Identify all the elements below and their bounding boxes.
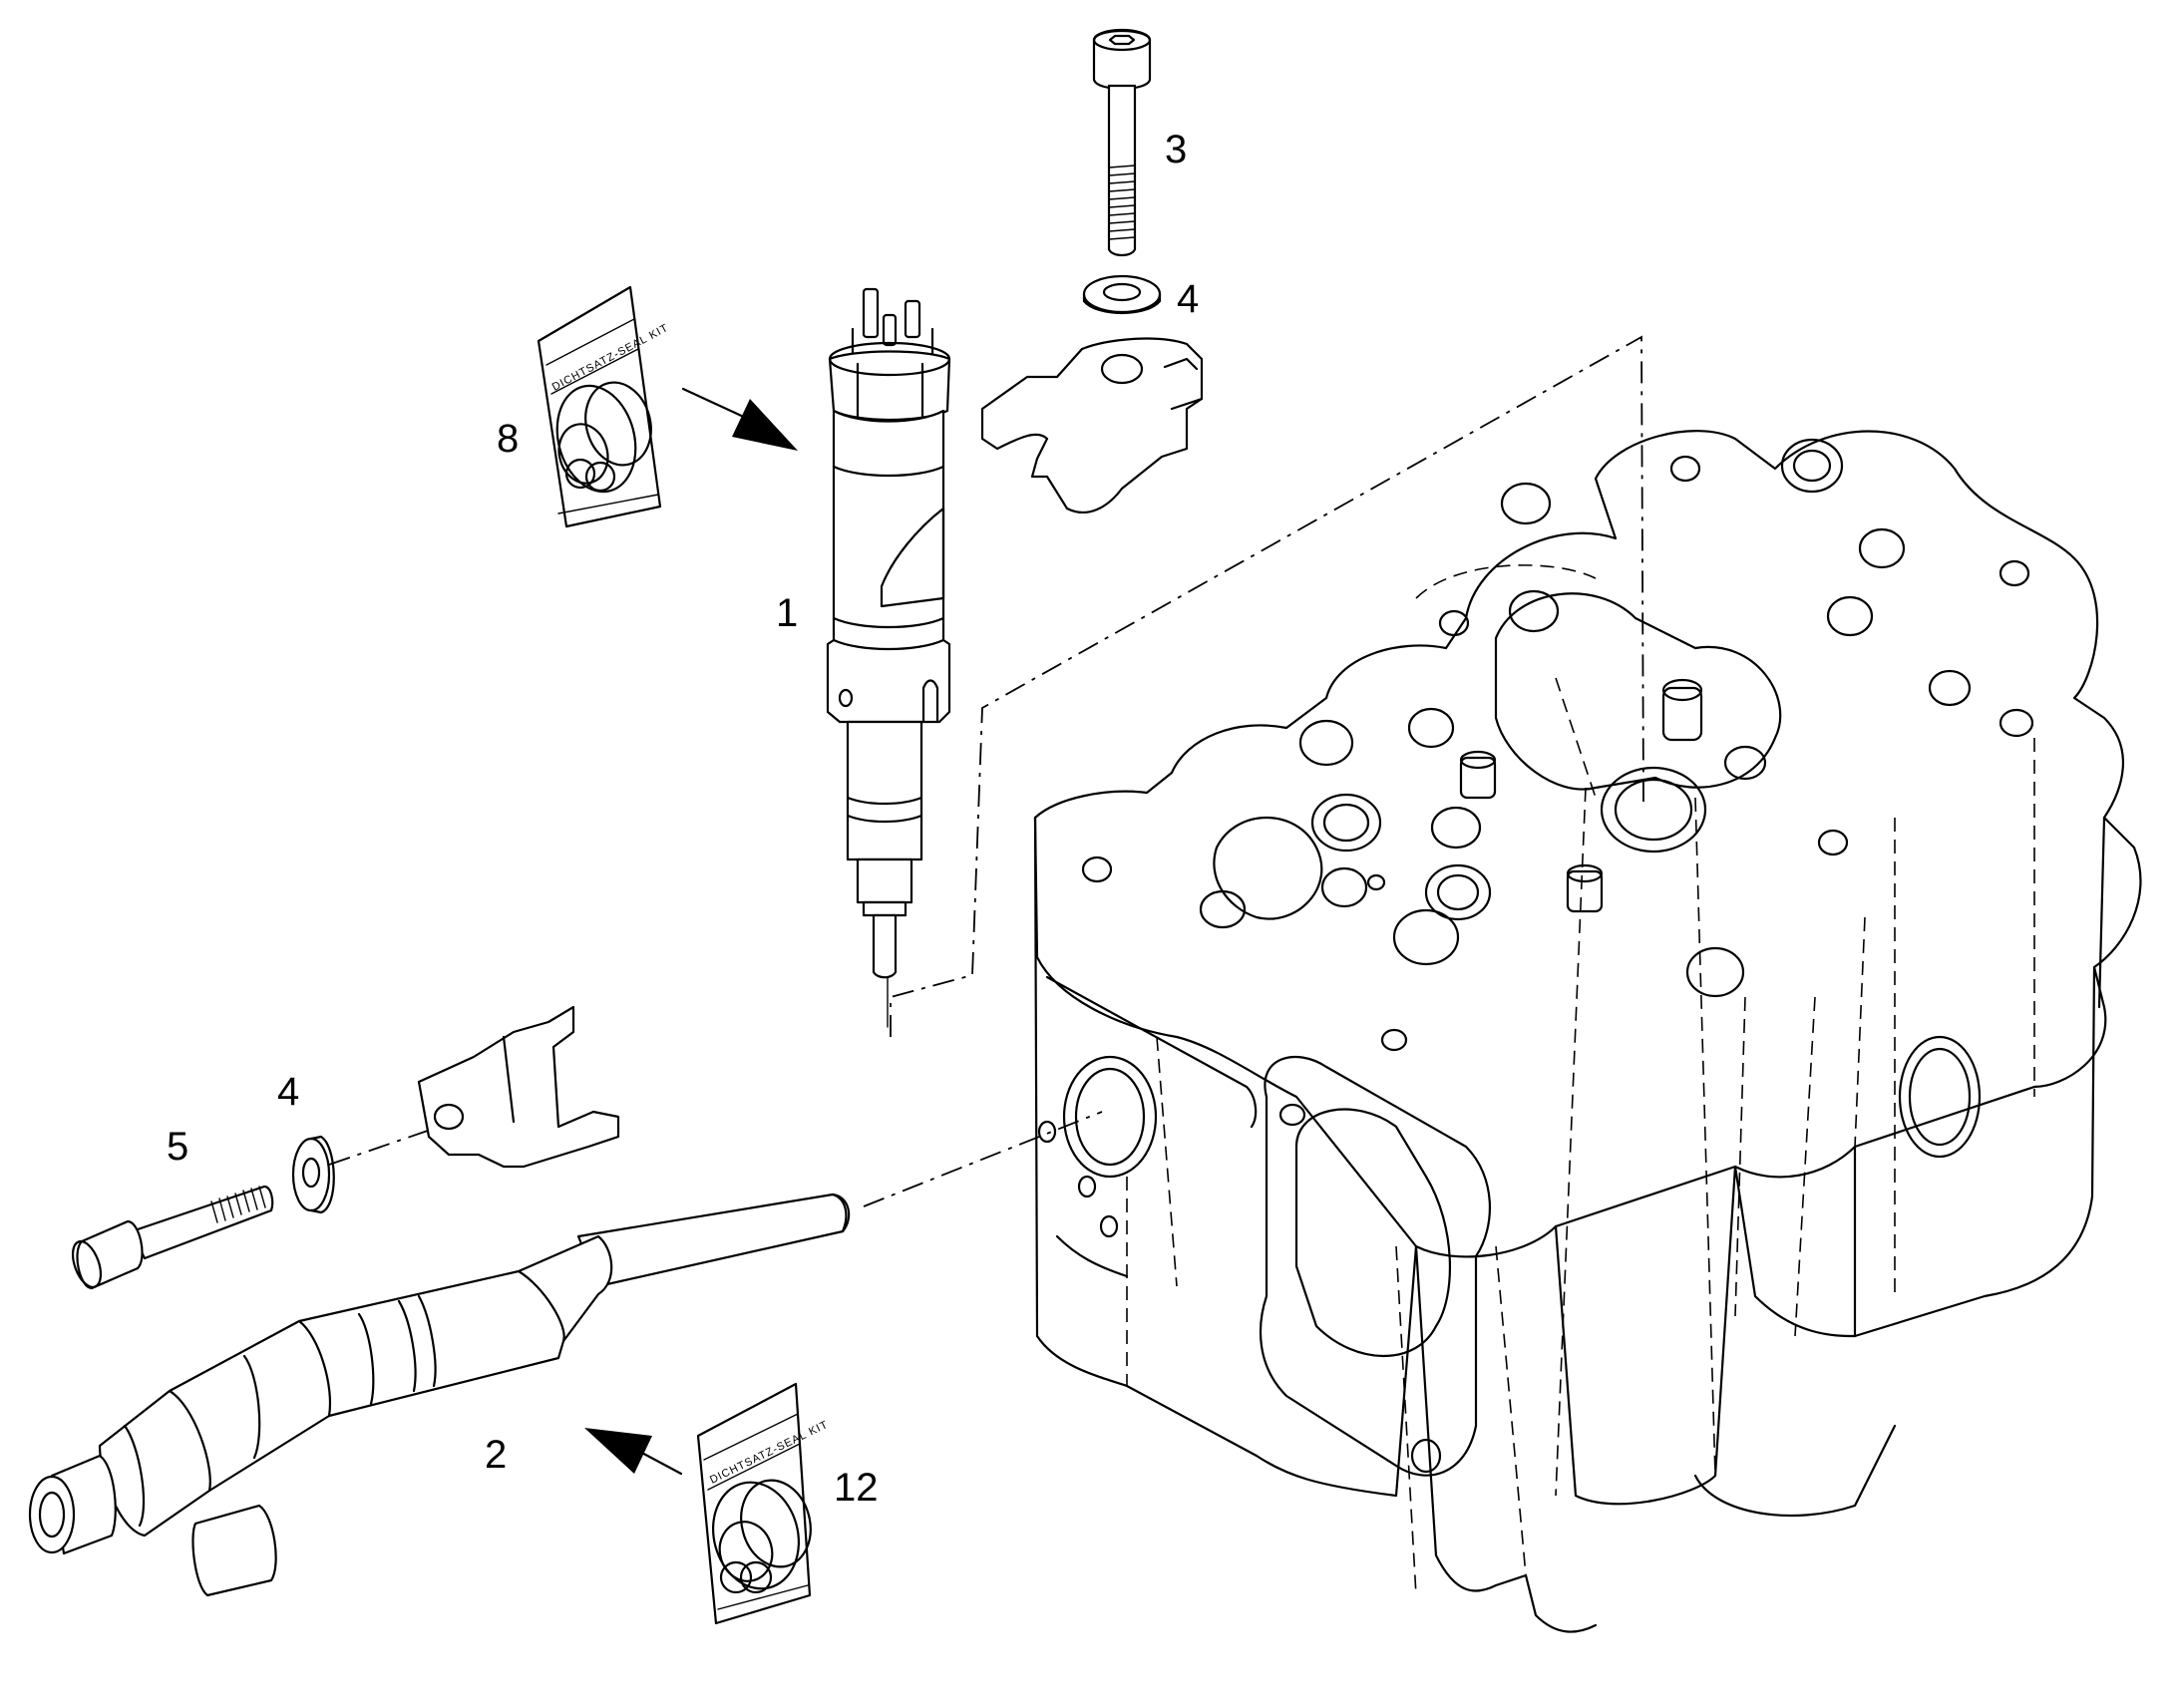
callout-2: 2	[485, 1433, 507, 1477]
clamp-lower	[417, 1005, 620, 1169]
seal-kit-part-8: DICHTSATZ-SEAL KIT	[537, 285, 671, 528]
bolt-part-5	[71, 1185, 274, 1290]
callout-4-bottom: 4	[277, 1070, 299, 1114]
assembly-arrows	[584, 387, 798, 1476]
seal-kit-part-12: DICHTSATZ-SEAL KIT	[696, 1382, 831, 1625]
callout-labels: 1 2 3 4 4 5 8 12	[167, 128, 1199, 1510]
injector-part-1	[826, 287, 951, 979]
arrow-kit8-to-injector1	[681, 387, 750, 421]
callout-8: 8	[497, 417, 519, 461]
arrowhead-kit12	[584, 1428, 652, 1474]
callout-12: 12	[834, 1466, 879, 1510]
callout-4-top: 4	[1177, 277, 1199, 321]
callout-3: 3	[1165, 128, 1187, 171]
cylinder-head	[1033, 430, 2142, 1633]
bolt-part-3	[1092, 28, 1152, 257]
callout-5: 5	[167, 1125, 188, 1169]
arrowhead-kit8	[732, 399, 798, 451]
clamp-top	[980, 337, 1204, 513]
assembly-centerlines	[328, 335, 1644, 1207]
arrow-kit12-to-injector2	[636, 1449, 683, 1476]
callout-1: 1	[776, 591, 798, 635]
washer-part-4-lower	[291, 1135, 335, 1214]
washer-part-4-top	[1082, 274, 1162, 315]
injector-part-2	[28, 1193, 851, 1597]
